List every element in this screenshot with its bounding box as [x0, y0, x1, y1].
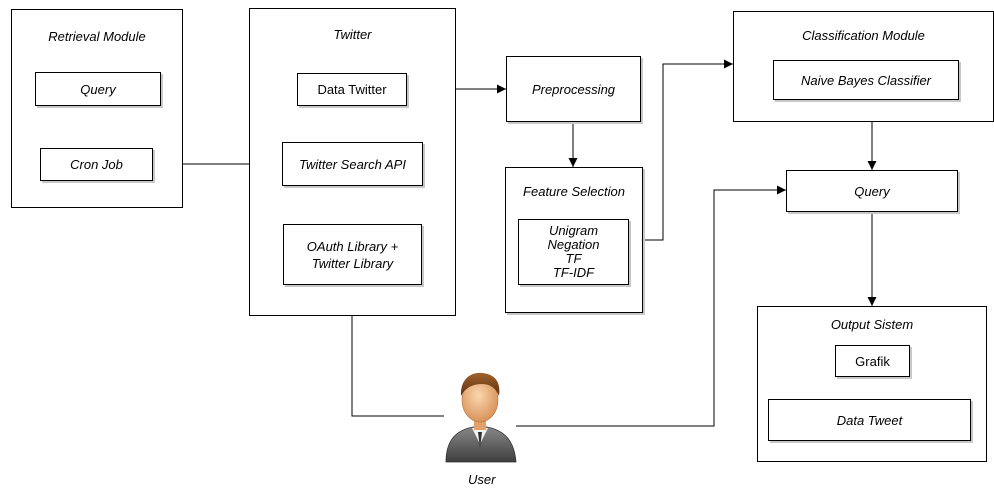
query-box: Query — [35, 72, 161, 106]
oauth-line-1: OAuth Library + — [306, 238, 399, 254]
naive-bayes-box: Naive Bayes Classifier — [773, 60, 959, 100]
feature-item: Negation — [547, 237, 600, 252]
retrieval-module-title: Retrieval Module — [48, 29, 146, 44]
feature-items-box: Unigram Negation TF TF-IDF — [518, 219, 629, 285]
feature-item: Unigram — [548, 223, 599, 238]
output-sistem-title: Output Sistem — [830, 317, 914, 332]
classification-module-title: Classification Module — [802, 28, 925, 43]
cron-job-box: Cron Job — [40, 148, 153, 181]
data-tweet-box: Data Tweet — [768, 399, 971, 441]
oauth-library-box: OAuth Library + Twitter Library — [283, 224, 422, 285]
user-label: User — [468, 472, 496, 487]
twitter-module-title: Twitter — [333, 27, 372, 42]
feature-selection-title: Feature Selection — [523, 184, 625, 199]
preprocessing-box: Preprocessing — [506, 56, 641, 122]
query-right-box: Query — [786, 170, 958, 212]
user-icon — [445, 372, 517, 463]
line-twitter-to-user — [351, 316, 444, 417]
arrow-feature-to-classification — [643, 59, 733, 241]
grafik-box: Grafik — [835, 345, 910, 377]
oauth-line-2: Twitter Library — [311, 255, 394, 271]
twitter-search-api-box: Twitter Search API — [282, 142, 423, 186]
feature-item: TF-IDF — [552, 265, 595, 280]
feature-item: TF — [565, 251, 582, 266]
data-twitter-box: Data Twitter — [297, 73, 407, 106]
arrow-user-to-query — [516, 185, 786, 427]
